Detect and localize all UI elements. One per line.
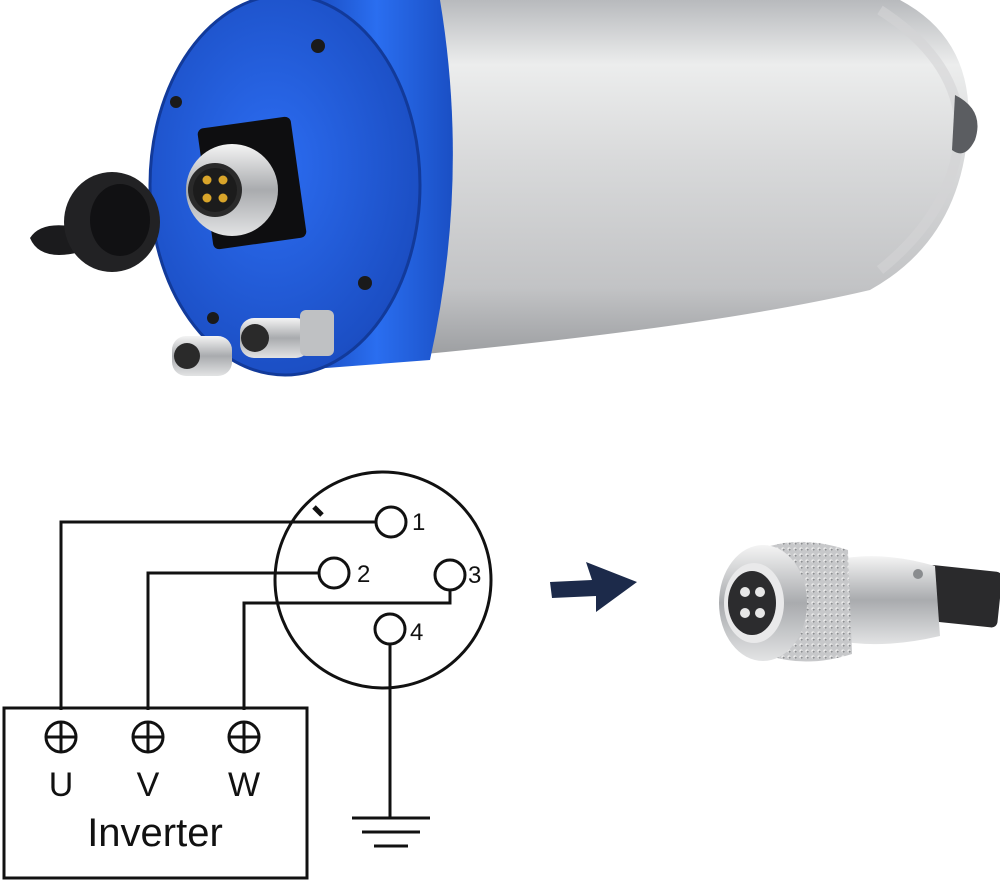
wire-v xyxy=(146,571,319,710)
terminal-u-label: U xyxy=(49,766,74,804)
screw xyxy=(311,39,325,53)
wiring-diagram xyxy=(2,470,493,880)
pin-4-circle xyxy=(373,612,407,646)
plug-pins xyxy=(740,587,765,618)
spindle-motor xyxy=(30,0,978,377)
terminal-v-label: V xyxy=(137,766,160,804)
arrow-right-icon xyxy=(550,562,637,612)
screw xyxy=(170,96,182,108)
pin-4-label: 4 xyxy=(410,619,423,646)
terminal-w-label: W xyxy=(228,766,260,804)
wire-u xyxy=(59,520,376,710)
plug-rear-body xyxy=(835,556,940,645)
inverter-label: Inverter xyxy=(87,811,223,855)
pin-1-circle xyxy=(374,505,408,539)
spindle-shaft xyxy=(952,95,978,154)
aviation-plug xyxy=(719,541,1000,662)
ground-icon xyxy=(352,816,430,848)
connector-pins xyxy=(202,175,228,203)
terminal-u-symbol xyxy=(44,720,78,754)
spindle-body xyxy=(300,0,969,360)
dust-cap xyxy=(30,172,160,272)
connector-outline xyxy=(273,470,493,690)
inverter-box xyxy=(2,706,309,880)
pin-1-label: 1 xyxy=(412,509,425,536)
coolant-fitting xyxy=(172,336,232,376)
pin-3-label: 3 xyxy=(468,562,481,589)
screw xyxy=(207,312,219,324)
terminal-w-symbol xyxy=(227,720,261,754)
coolant-fitting xyxy=(240,310,334,358)
pin-2-circle xyxy=(317,556,351,590)
wire-w xyxy=(242,590,452,710)
screw xyxy=(358,276,372,290)
pin-2-label: 2 xyxy=(357,561,370,588)
plug-cable xyxy=(922,565,1000,628)
pin-3-circle xyxy=(433,558,467,592)
connector-key xyxy=(312,505,324,517)
terminal-v-symbol xyxy=(131,720,165,754)
